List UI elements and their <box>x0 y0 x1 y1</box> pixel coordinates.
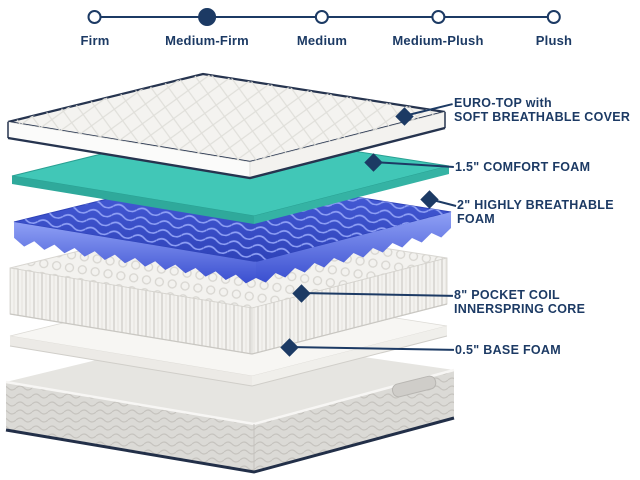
label-line: 8" POCKET COIL <box>454 288 560 302</box>
euro-top-layer <box>7 72 446 180</box>
firmness-option-label: Medium-Plush <box>392 33 484 48</box>
firmness-dot-icon <box>315 10 329 24</box>
label-pocket-coil: 8" POCKET COIL INNERSPRING CORE <box>454 288 585 316</box>
firmness-dot-icon <box>87 10 102 24</box>
label-line: 0.5" BASE FOAM <box>455 343 561 357</box>
firmness-scale: Firm Medium-Firm Medium Medium-Plush Plu… <box>0 0 640 58</box>
firmness-option[interactable]: Medium-Plush <box>392 10 483 48</box>
label-euro-top: EURO-TOP with SOFT BREATHABLE COVER <box>454 96 630 124</box>
firmness-option-label: Firm <box>80 33 110 48</box>
firmness-option-label: Plush <box>535 33 573 48</box>
firmness-option[interactable]: Firm <box>81 10 110 48</box>
firmness-dot-icon <box>431 10 445 24</box>
firmness-option[interactable]: Plush <box>536 10 572 48</box>
firmness-option-label: Medium-Firm <box>165 33 249 48</box>
foundation-handle <box>391 375 437 398</box>
firmness-dot-icon <box>547 10 561 24</box>
firmness-option-label: Medium <box>296 33 348 48</box>
firmness-option[interactable]: Medium <box>297 10 347 48</box>
firmness-dot-icon <box>198 8 216 26</box>
label-line: FOAM <box>457 212 495 226</box>
label-line: 1.5" COMFORT FOAM <box>455 160 591 174</box>
label-line: INNERSPRING CORE <box>454 302 586 316</box>
label-breathable-foam: 2" HIGHLY BREATHABLE FOAM <box>457 198 614 226</box>
label-comfort-foam: 1.5" COMFORT FOAM <box>455 160 590 174</box>
label-line: SOFT BREATHABLE COVER <box>454 110 631 124</box>
firmness-option[interactable]: Medium-Firm <box>165 8 249 48</box>
label-base-foam: 0.5" BASE FOAM <box>455 343 561 357</box>
label-line: 2" HIGHLY BREATHABLE <box>457 198 614 212</box>
label-line: EURO-TOP with <box>454 96 552 110</box>
